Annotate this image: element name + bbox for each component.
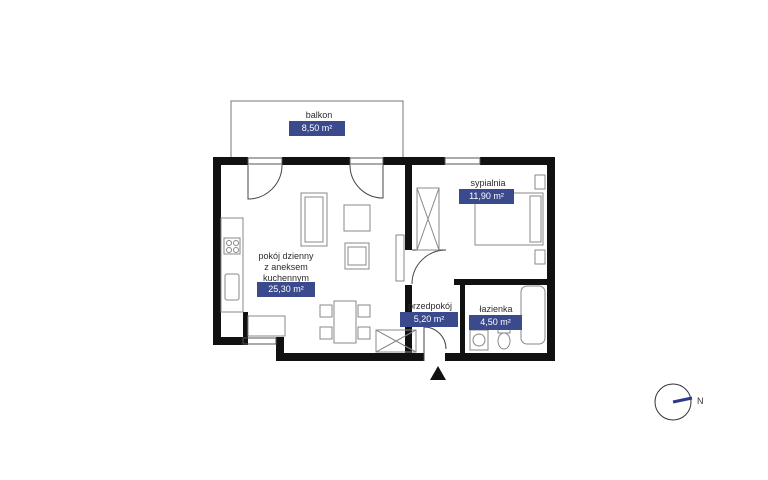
bedroom-label: sypialnia	[470, 178, 506, 188]
doors	[247, 164, 447, 361]
kitchen-counter	[220, 217, 286, 337]
living-room-label: pokój dzienny z aneksem kuchennym	[246, 251, 326, 284]
bathroom-area-badge: 4,50 m²	[469, 315, 522, 330]
living-room-area-badge: 25,30 m²	[257, 282, 315, 297]
living-furniture	[300, 192, 405, 344]
entrance-arrow-icon	[430, 366, 446, 380]
living-room-label-line: pokój dzienny	[258, 251, 314, 261]
hall-area-badge: 5,20 m²	[400, 312, 458, 327]
compass-north-letter: N	[697, 396, 704, 406]
compass-icon	[654, 383, 693, 421]
hall-furniture	[375, 329, 417, 353]
windows	[242, 157, 481, 345]
bathroom-label: łazienka	[479, 304, 513, 314]
balcony-area-badge: 8,50 m²	[289, 121, 345, 136]
living-room-label-line: z aneksem	[264, 262, 308, 272]
hall-label: przedpokój	[407, 301, 453, 311]
walls	[213, 157, 555, 361]
balcony-outline	[230, 100, 404, 157]
balcony-label: balkon	[305, 110, 333, 120]
living-room-label-line: kuchennym	[262, 273, 310, 283]
bedroom-area-badge: 11,90 m²	[459, 189, 514, 204]
